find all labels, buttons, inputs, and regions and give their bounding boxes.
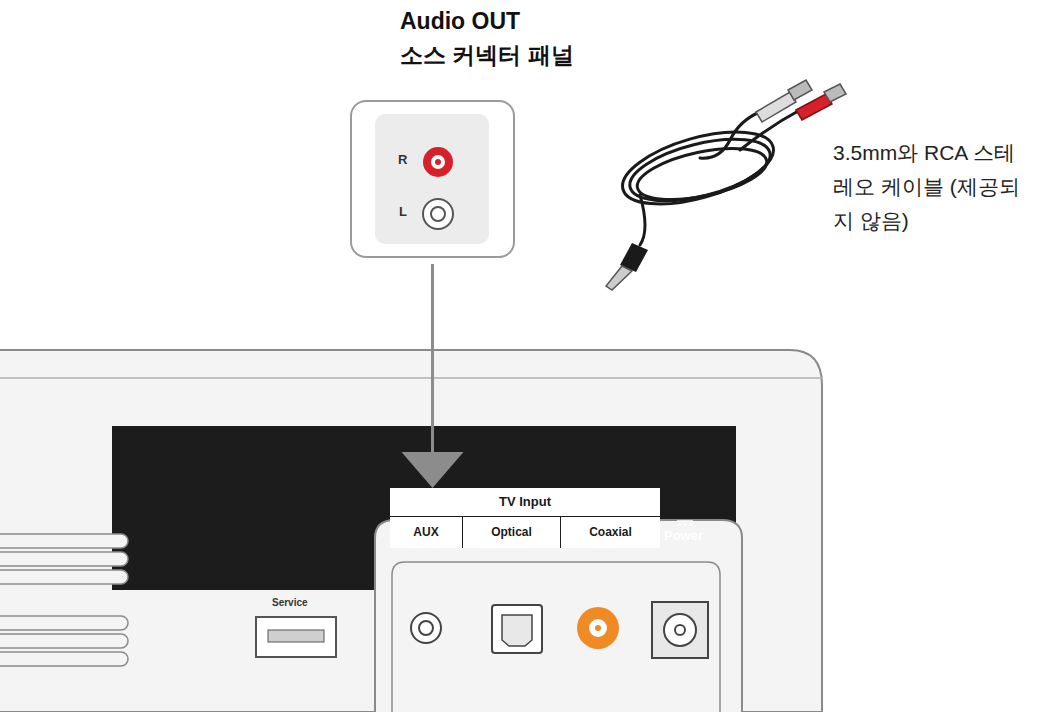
module-frame bbox=[392, 562, 720, 712]
panel-heading: Audio OUT bbox=[400, 8, 520, 35]
soundbar-top-edge bbox=[0, 377, 822, 379]
dc-symbol bbox=[677, 521, 693, 525]
port-caption: Power bbox=[664, 528, 703, 543]
vent-slots bbox=[0, 534, 128, 666]
l-jack-hole bbox=[431, 207, 445, 221]
channel-letter: L bbox=[399, 204, 407, 219]
r-jack bbox=[423, 147, 453, 177]
power-pin bbox=[675, 625, 685, 635]
optical-port bbox=[492, 605, 542, 653]
port-name: Optical bbox=[463, 517, 560, 547]
connection-arrow bbox=[402, 264, 464, 488]
connector-module bbox=[375, 520, 742, 712]
r-jack-pin bbox=[435, 159, 441, 165]
port-caption: Service bbox=[272, 597, 308, 608]
coaxial-pin bbox=[595, 625, 601, 631]
power-socket bbox=[664, 614, 696, 646]
aux-cell: AUX bbox=[390, 516, 462, 548]
panel-heading: 소스 커넥터 패널 bbox=[400, 40, 574, 71]
mini-jack-plug bbox=[606, 243, 648, 290]
l-jack bbox=[423, 199, 453, 229]
coaxial-hole bbox=[589, 619, 607, 637]
r-jack-hole bbox=[431, 155, 445, 169]
optical-cell: Optical bbox=[462, 516, 560, 548]
usb-tongue bbox=[268, 630, 324, 642]
power-port bbox=[652, 602, 708, 658]
port-name: AUX bbox=[390, 517, 462, 547]
rca-plugs bbox=[756, 80, 846, 122]
panel-inner bbox=[375, 114, 489, 244]
channel-letter: R bbox=[398, 152, 407, 167]
coaxial-cell: Coaxial bbox=[560, 516, 660, 548]
port-name: Coaxial bbox=[561, 517, 660, 547]
cable-note: 3.5mm와 RCA 스테레오 케이블 (제공되지 않음) bbox=[833, 136, 1029, 238]
tv-input-band: TV InputAUXOpticalCoaxial bbox=[390, 488, 660, 548]
band-heading: TV Input bbox=[390, 494, 660, 509]
aux-jack bbox=[411, 613, 441, 643]
source-panel: Audio OUT소스 커넥터 패널 bbox=[350, 100, 515, 258]
optical-opening bbox=[502, 615, 532, 646]
usb-port bbox=[256, 617, 336, 657]
stereo-cable bbox=[615, 110, 800, 245]
coaxial-jack bbox=[577, 607, 619, 649]
aux-hole bbox=[419, 621, 433, 635]
